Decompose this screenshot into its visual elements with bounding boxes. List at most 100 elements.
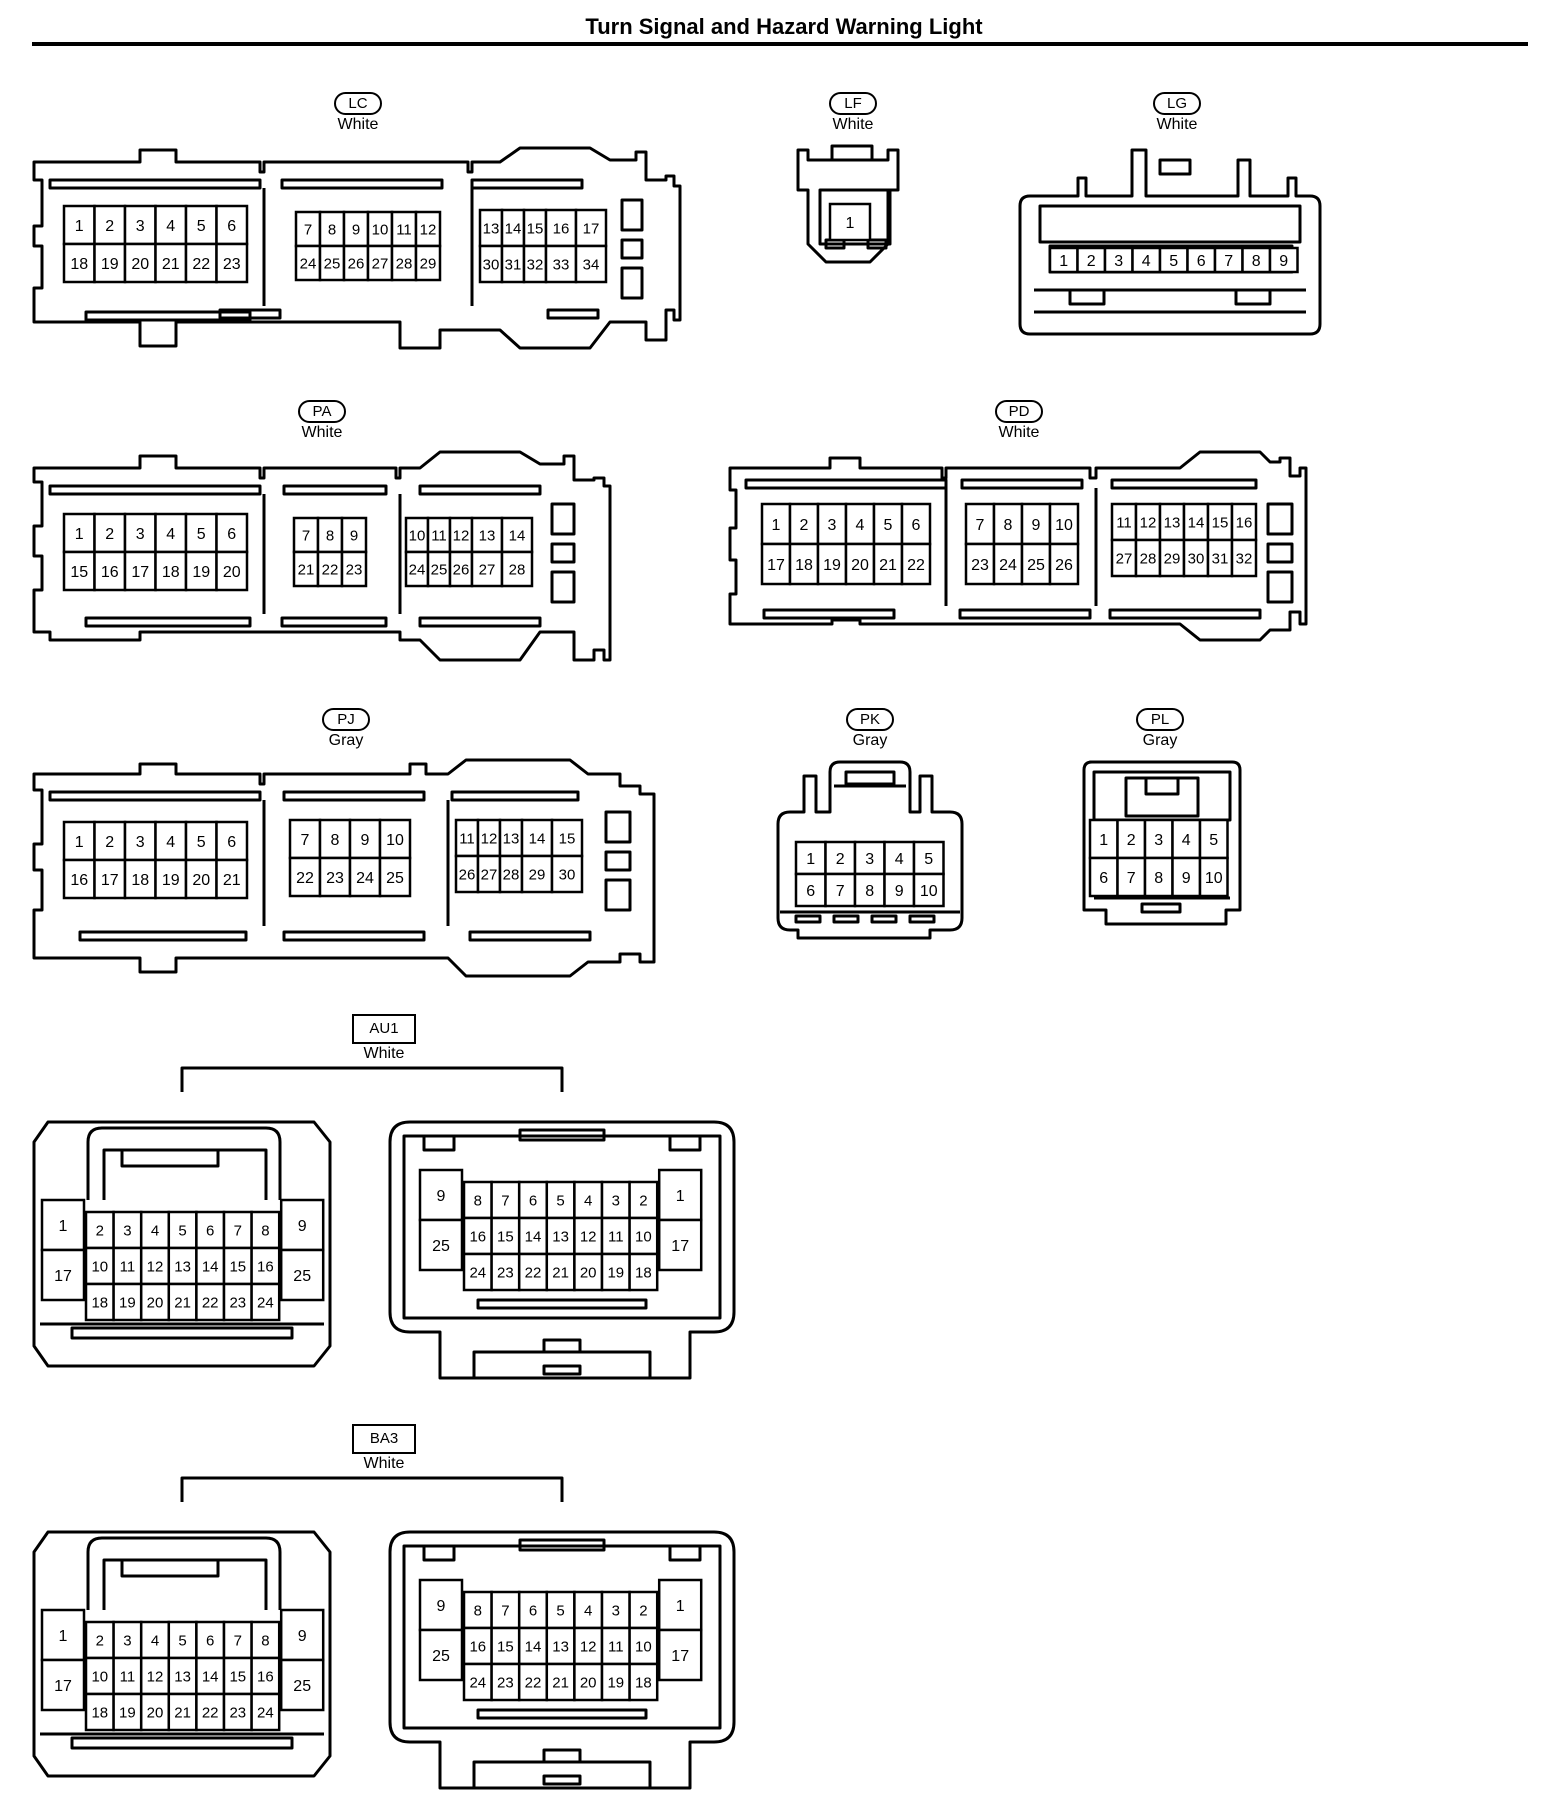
pin-number: 12 — [147, 1668, 164, 1685]
pin-cell — [964, 542, 996, 586]
pin-number: 21 — [298, 561, 315, 578]
pin-number: 18 — [91, 1294, 108, 1311]
pin-number: 3 — [123, 1222, 131, 1239]
pin-number: 20 — [131, 256, 149, 273]
pin-number: 6 — [227, 218, 236, 235]
pin-number: 21 — [162, 256, 180, 273]
pin-number: 3 — [123, 1632, 131, 1649]
pin-number: 23 — [223, 256, 241, 273]
pin-number: 4 — [166, 834, 175, 851]
pin-number: 16 — [553, 220, 570, 237]
pin-number: 3 — [1154, 832, 1163, 849]
pin-cell — [500, 516, 534, 554]
pin-number: 17 — [671, 1238, 689, 1255]
pin-number: 10 — [409, 527, 426, 544]
pin-number: 17 — [54, 1268, 72, 1285]
pin-number: 4 — [166, 218, 175, 235]
pin-number: 16 — [469, 1638, 486, 1655]
pin-number: 11 — [459, 830, 475, 847]
connector-code: AU1 — [352, 1014, 416, 1044]
pin-cell — [1110, 538, 1138, 578]
pin-number: 14 — [525, 1638, 542, 1655]
pin-number: 8 — [1154, 870, 1163, 887]
pin-number: 20 — [192, 872, 210, 889]
pin-cell — [1048, 502, 1080, 546]
pin-number: 7 — [234, 1632, 242, 1649]
pin-cell — [573, 1662, 604, 1702]
pin-number: 14 — [525, 1228, 542, 1245]
pin-number: 12 — [580, 1638, 597, 1655]
pin-cell — [222, 1282, 253, 1322]
housing-ba3-right — [388, 1530, 736, 1790]
pin-number: 19 — [119, 1294, 136, 1311]
pin-cell — [288, 856, 322, 898]
pin-cell — [40, 1658, 86, 1712]
pin-number: 18 — [162, 564, 180, 581]
pin-cell — [40, 1198, 86, 1252]
pin-number: 9 — [352, 221, 360, 238]
pin-number: 27 — [372, 255, 389, 272]
pin-number: 2 — [96, 1632, 104, 1649]
pin-number: 13 — [174, 1668, 191, 1685]
pin-cell — [40, 1248, 86, 1302]
pin-cell — [139, 1210, 171, 1250]
pin-cell — [342, 210, 370, 248]
pin-number: 7 — [501, 1192, 509, 1209]
pin-cell — [1134, 538, 1162, 578]
pin-cell — [1182, 538, 1210, 578]
pin-number: 4 — [895, 851, 904, 868]
pin-number: 14 — [202, 1258, 219, 1275]
pin-number: 25 — [293, 1678, 311, 1695]
pin-cell — [600, 1180, 631, 1220]
pin-number: 5 — [556, 1602, 564, 1619]
pin-number: 17 — [767, 557, 785, 574]
pin-cell — [139, 1656, 171, 1696]
pin-cell — [250, 1210, 281, 1250]
pin-number: 9 — [1182, 870, 1191, 887]
pin-number: 21 — [552, 1674, 569, 1691]
pin-number: 20 — [580, 1674, 597, 1691]
pin-number: 20 — [147, 1294, 164, 1311]
pin-cell — [93, 204, 127, 246]
pin-number: 10 — [386, 832, 404, 849]
pin-number: 2 — [639, 1192, 647, 1209]
pin-number: 5 — [197, 834, 206, 851]
pin-number: 8 — [1004, 517, 1013, 534]
pin-number: 8 — [261, 1222, 269, 1239]
pin-number: 15 — [229, 1258, 246, 1275]
pin-cell — [414, 210, 442, 248]
pin-number: 7 — [976, 517, 985, 534]
pin-number: 1 — [75, 218, 84, 235]
pin-number: 3 — [828, 517, 837, 534]
pin-number: 24 — [409, 561, 426, 578]
pin-number: 10 — [1205, 870, 1223, 887]
pin-cell — [418, 1578, 464, 1632]
pin-number: 6 — [1099, 870, 1108, 887]
connector-code: PK — [846, 708, 894, 731]
pin-cell — [657, 1628, 703, 1682]
connector-code: PL — [1136, 708, 1184, 731]
pin-number: 1 — [59, 1218, 68, 1235]
pin-number: 7 — [304, 221, 312, 238]
pin-number: 5 — [178, 1222, 186, 1239]
pin-number: 11 — [1116, 514, 1132, 531]
pin-number: 5 — [197, 526, 206, 543]
connector-code: BA3 — [352, 1424, 416, 1454]
pin-number: 31 — [1212, 550, 1229, 567]
pin-cell — [279, 1248, 325, 1302]
pin-number: 2 — [836, 851, 845, 868]
pin-cell — [348, 856, 382, 898]
connector-code: LF — [829, 92, 877, 115]
pin-number: 20 — [147, 1704, 164, 1721]
pin-cell — [545, 1216, 576, 1256]
pin-number: 21 — [174, 1294, 191, 1311]
pin-cell — [816, 502, 848, 546]
pin-cell — [139, 1246, 171, 1286]
pin-cell — [1143, 856, 1174, 898]
pin-cell — [1076, 246, 1107, 274]
pin-number: 5 — [556, 1192, 564, 1209]
pin-number: 11 — [396, 221, 412, 238]
pin-cell — [84, 1656, 115, 1696]
pin-number: 1 — [1099, 832, 1108, 849]
pin-cell — [215, 820, 249, 862]
